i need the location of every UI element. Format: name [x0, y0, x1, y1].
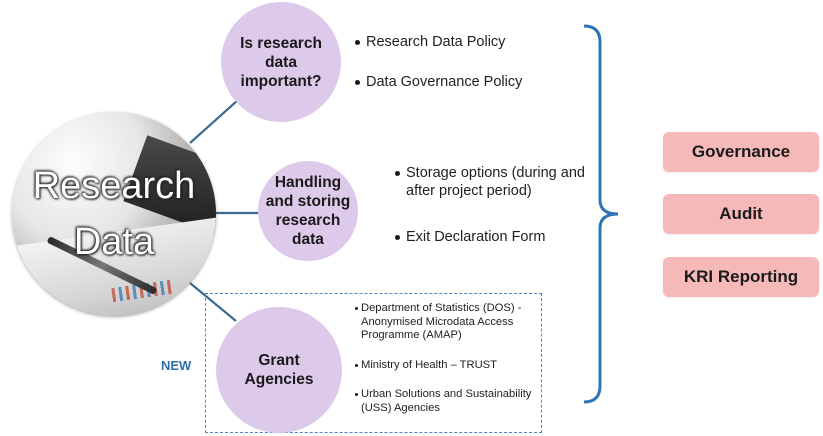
list-item: Ministry of Health – TRUST	[355, 359, 545, 373]
new-tag: NEW	[161, 358, 192, 373]
new-section-box	[205, 293, 542, 433]
center-title-line-1: Research	[32, 165, 196, 207]
center-title-line-2: Data	[73, 221, 155, 263]
topic-title-line: Is research	[240, 34, 322, 52]
topic-title-line: important?	[240, 72, 322, 90]
topic-bubble-handling: Handling and storing research data	[258, 161, 358, 261]
topic-bubble-importance: Is research data important?	[221, 2, 341, 122]
outcome-governance: Governance	[663, 132, 819, 172]
topic-title-line: Agencies	[244, 371, 314, 388]
list-item: Storage options (during and after projec…	[395, 164, 590, 200]
outcome-kri-reporting: KRI Reporting	[663, 257, 819, 297]
research-data-circle: Research Data	[12, 112, 216, 316]
list-item: Exit Declaration Form	[395, 228, 590, 246]
list-item: Research Data Policy	[355, 33, 522, 51]
list-item: Data Governance Policy	[355, 73, 522, 91]
list-item: Department of Statistics (DOS) - Anonymi…	[355, 302, 545, 343]
topic-title-line: research	[275, 212, 341, 229]
topic-bubble-grant-agencies: Grant Agencies	[216, 307, 342, 433]
topic-title-line: Handling	[274, 174, 342, 191]
bullet-list-importance: Research Data Policy Data Governance Pol…	[355, 33, 522, 113]
connector-line-1	[189, 99, 239, 144]
bullet-list-grant-agencies: Department of Statistics (DOS) - Anonymi…	[355, 302, 545, 431]
topic-title-line: and storing	[265, 193, 351, 210]
topic-title-line: data	[292, 231, 324, 248]
bullet-list-handling: Storage options (during and after projec…	[395, 164, 590, 274]
list-item: Urban Solutions and Sustainability (USS)…	[355, 388, 545, 415]
topic-title-line: Grant	[258, 352, 300, 369]
topic-title-line: data	[265, 53, 297, 71]
outcome-audit: Audit	[663, 194, 819, 234]
